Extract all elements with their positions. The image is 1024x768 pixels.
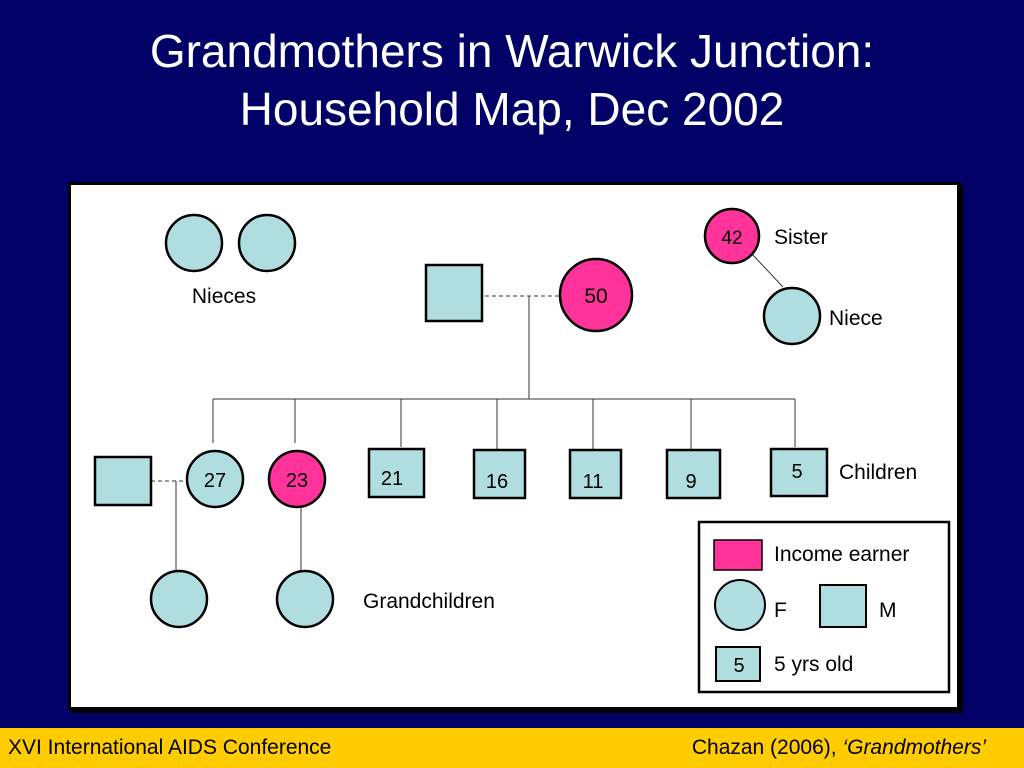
citation-title: ‘Grandmothers’	[842, 736, 986, 759]
child-square-9	[665, 448, 722, 500]
legend-income-label: Income earner	[774, 543, 909, 566]
child-age-23: 23	[286, 470, 308, 492]
niece-circle-2	[237, 213, 297, 273]
legend-male-label: M	[879, 599, 897, 622]
legend-female-circle	[714, 579, 766, 631]
legend-male-square	[819, 584, 867, 628]
nieces-label: Nieces	[192, 285, 256, 308]
household-map: Nieces 50 42 Sister Niece 27 23 21 16 11…	[93, 207, 951, 694]
title-line-1: Grandmothers in Warwick Junction:	[149, 25, 875, 77]
grandfather-square	[424, 263, 484, 323]
citation-author: Chazan (2006),	[691, 736, 843, 759]
legend-age-square	[715, 646, 761, 682]
legend-female-label: F	[774, 599, 787, 622]
child-age-11: 11	[583, 471, 604, 493]
child-square-5	[769, 447, 829, 498]
citation: Chazan (2006), ‘Grandmothers’	[692, 736, 986, 760]
grandchild-circle-2	[275, 569, 335, 629]
legend-income-swatch	[713, 539, 763, 571]
conference-name: XVI International AIDS Conference	[8, 736, 332, 759]
child-age-16: 16	[486, 471, 508, 493]
child-age-9: 9	[685, 471, 696, 493]
household-map-panel: Nieces 50 42 Sister Niece 27 23 21 16 11…	[68, 182, 960, 710]
child-circle-27	[185, 449, 245, 509]
niece-label: Niece	[829, 307, 883, 330]
sister-label: Sister	[774, 226, 828, 249]
legend-age-label: 5 yrs old	[774, 653, 853, 676]
child-square-16	[472, 448, 527, 500]
child-age-21: 21	[381, 468, 403, 490]
slide-title: Grandmothers in Warwick Junction: Househ…	[0, 22, 1024, 138]
child-circle-23	[267, 449, 327, 509]
sister-niece-line	[750, 252, 784, 288]
grandmother-age: 50	[584, 285, 607, 308]
legend: Income earner F M 5 5 yrs old	[697, 520, 951, 694]
child-age-27: 27	[204, 470, 226, 492]
grandchild-circle-1	[149, 569, 209, 629]
grandmother-circle	[558, 257, 634, 333]
children-label: Children	[839, 461, 917, 484]
sister-circle	[703, 207, 761, 265]
footer-bar: XVI International AIDS Conference Chazan…	[0, 728, 1024, 768]
legend-age-example: 5	[733, 655, 744, 677]
child-square-21	[367, 447, 426, 499]
niece-circle-1	[164, 213, 224, 273]
grandchildren-label: Grandchildren	[363, 590, 495, 613]
child-square-11	[568, 448, 623, 500]
title-line-2: Household Map, Dec 2002	[239, 83, 785, 135]
connector-lines	[151, 252, 796, 571]
sister-niece-circle	[762, 286, 822, 346]
child-age-5: 5	[791, 461, 802, 483]
son-in-law-square	[93, 455, 153, 507]
sister-age: 42	[721, 228, 742, 249]
